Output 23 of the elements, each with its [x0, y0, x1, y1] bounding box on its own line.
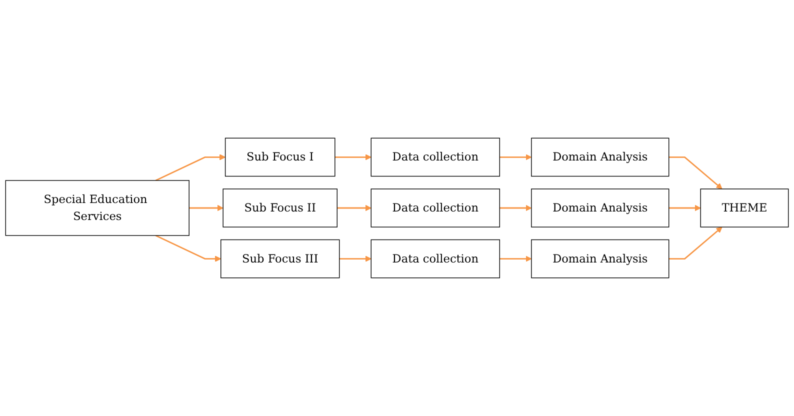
- arrow: [668, 156, 722, 190]
- node-box: Data collection: [370, 138, 500, 177]
- arrow: [155, 234, 222, 262]
- arrow: [668, 226, 722, 260]
- arrow: [500, 256, 532, 262]
- arrow: [155, 154, 226, 182]
- arrow: [334, 154, 372, 160]
- arrow: [339, 256, 372, 262]
- arrow: [668, 204, 701, 212]
- arrow: [500, 204, 532, 212]
- node-box: Special Education Services: [5, 180, 190, 236]
- node-box: Sub Focus II: [222, 188, 338, 228]
- arrow: [500, 154, 532, 160]
- node-box: Sub Focus I: [224, 138, 336, 177]
- node-box: Domain Analysis: [531, 239, 670, 278]
- node-box: THEME: [700, 188, 789, 228]
- node-box: Sub Focus III: [220, 239, 340, 278]
- node-box: Domain Analysis: [531, 138, 670, 177]
- arrow: [337, 204, 372, 212]
- node-box: Data collection: [370, 239, 500, 278]
- node-box: Domain Analysis: [531, 188, 670, 228]
- node-box: Data collection: [370, 188, 500, 228]
- arrow: [189, 204, 224, 212]
